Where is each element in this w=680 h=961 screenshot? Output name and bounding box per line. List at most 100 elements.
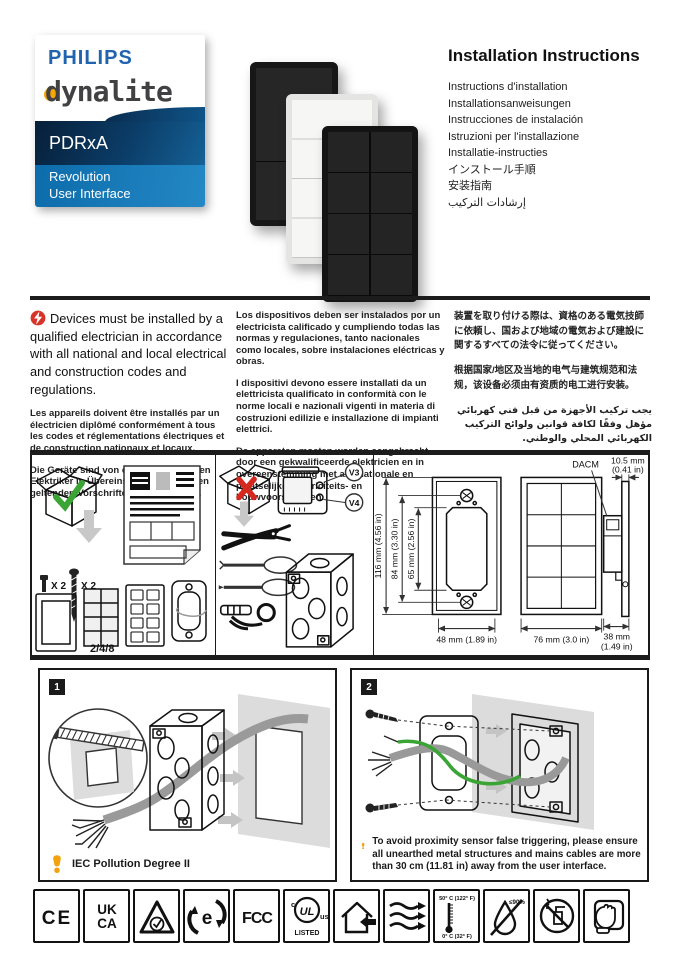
dim-lines-vertical <box>383 477 422 614</box>
dynalite-text: dynalite <box>45 75 173 108</box>
china-rohs-icon: e <box>183 889 230 943</box>
ul-listed-icon: UL c us LISTED <box>283 889 330 943</box>
title-es: Instrucciones de instalación <box>448 114 584 126</box>
safety-it: I dispositivi devono essere installati d… <box>236 377 439 436</box>
ce-mark-icon: CE <box>33 889 80 943</box>
ul-listed-label: LISTED <box>294 930 319 937</box>
safety-zh: 根据国家/地区及当地的电气与建筑规范和法规，该设备必须由有资质的电工进行安装。 <box>454 365 638 391</box>
ventilation-icon <box>383 889 430 943</box>
divider-rule-top <box>30 296 650 300</box>
unpack-arrow-icon <box>76 510 102 543</box>
indoor-use-icon <box>333 889 380 943</box>
version-v4-label: V4 <box>349 498 360 508</box>
phillips-screwdriver-icon <box>219 556 298 574</box>
safety-en-text: Devices must be installed by a qualified… <box>30 311 227 397</box>
step-1-illustration <box>48 694 330 849</box>
dim-105-ext <box>611 474 639 482</box>
faceplate-front-view <box>520 476 603 616</box>
earth-wire <box>397 739 521 786</box>
brand-block: PHILIPS dynalite PDRxA Revolution User I… <box>35 35 205 207</box>
safety-col-3: 装置を取り付ける際は、資格のある電気技師に依頼し、国および地域の電気および建設に… <box>454 310 652 514</box>
ukca-top-label: UK <box>97 902 117 917</box>
instruction-sheet-icon <box>123 465 201 565</box>
title-zh: 安装指南 <box>448 180 492 192</box>
title-block: Installation Instructions Instructions d… <box>448 46 663 211</box>
wall-anchor-icon <box>40 575 48 592</box>
dim-48mm-label: 48 mm (1.89 in) <box>436 635 497 645</box>
panel-tools-required: V3 V4 <box>216 455 374 655</box>
dim-extension-lines <box>382 476 461 615</box>
step-1-badge: 1 <box>49 679 65 695</box>
screw-icon <box>365 803 398 813</box>
keypad-8button-black <box>322 126 418 302</box>
warning-icon <box>53 855 61 873</box>
pliers-icon <box>221 524 291 551</box>
version-v3-label: V3 <box>349 468 360 478</box>
product-line-1: Revolution <box>49 169 111 185</box>
ul-us-label: us <box>320 912 328 921</box>
product-photo-group <box>240 30 450 302</box>
fcc-mark-icon: FCC <box>233 889 280 943</box>
dim-84mm-label: 84 mm (3.30 in) <box>390 519 400 580</box>
title-it: Istruzioni per l'installazione <box>448 130 580 143</box>
divider-rule-mid-top <box>30 450 650 455</box>
step-2-note: To avoid proximity sensor false triggeri… <box>372 836 641 873</box>
safety-col-1: Devices must be installed by a qualified… <box>30 310 228 514</box>
device-module-icon <box>277 466 328 515</box>
dim-38mm-label-2: (1.49 in) <box>601 642 633 652</box>
unpack-arrow-icon <box>233 501 255 527</box>
temp-min-label: 0° C (32° F) <box>442 934 472 940</box>
safety-de: Die Geräte sind von einem qualifizierten… <box>30 464 211 499</box>
dim-105mm-label-1: 10.5 mm <box>611 455 645 465</box>
safety-ar: يجب تركيب الأجهزة من قبل فني كهربائي مؤه… <box>457 404 652 445</box>
title-nl: Installatie-instructies <box>448 147 548 159</box>
dim-48-ext <box>438 618 496 633</box>
step-1-note: IEC Pollution Degree II <box>72 858 190 870</box>
model-band: PDRxA <box>35 121 205 165</box>
swoosh-decoration <box>105 107 205 122</box>
no-spray-icon <box>533 889 580 943</box>
rcm-mark-icon <box>133 889 180 943</box>
safety-es: Los dispositivos deben ser instalados po… <box>236 310 445 368</box>
temp-max-label: 50° C (122° F) <box>439 896 475 902</box>
dacm-label: DACM <box>572 459 599 469</box>
exploded-parts-icon <box>35 580 207 652</box>
panel-dimensions: 116 mm (4.56 in) 84 mm (3.30 in) 65 mm (… <box>374 455 648 655</box>
wall-box-icon <box>285 553 354 648</box>
screw-guide-line <box>397 719 551 732</box>
measure-inset <box>48 708 148 808</box>
divider-rule-mid-bottom <box>30 655 650 660</box>
screw-icon <box>365 709 398 722</box>
anchor-qty-label: X 2 <box>51 581 66 592</box>
humidity-label: ≤90% <box>509 899 525 906</box>
temperature-range-icon: 50° C (122° F) 0° C (32° F) <box>433 889 480 943</box>
step-1-panel: 1 <box>38 668 337 882</box>
dim-76-ext <box>520 618 603 633</box>
ukca-bottom-label: CA <box>97 916 117 931</box>
wipe-clean-icon <box>583 889 630 943</box>
dynalite-accent-icon <box>44 88 57 101</box>
title-fr: Instructions d'installation <box>448 81 568 93</box>
cable <box>388 744 570 787</box>
ukca-mark-icon: UK CA <box>83 889 130 943</box>
dim-76mm-label: 76 mm (3.0 in) <box>533 635 589 645</box>
gang-options-label: 2/4/8 <box>90 643 114 655</box>
fcc-label: FCC <box>242 910 273 927</box>
title-ar: إرشادات التركيب <box>448 195 526 209</box>
frayed-wires <box>71 819 109 849</box>
safety-fr: Les appareils doivent être installés par… <box>30 408 225 455</box>
dim-65mm-label: 65 mm (2.56 in) <box>406 519 416 580</box>
mount-arrows-icon <box>486 724 507 794</box>
frayed-wires <box>368 735 399 777</box>
electrical-hazard-icon <box>30 310 46 326</box>
side-view <box>602 480 630 618</box>
box-contents-illustration: X 2 X 2 <box>35 465 207 655</box>
brand-logo-area: PHILIPS dynalite <box>35 35 205 122</box>
tools-illustration: V3 V4 <box>218 462 364 648</box>
humidity-limit-icon: ≤90% <box>483 889 530 943</box>
safety-en-paragraph: Devices must be installed by a qualified… <box>30 310 228 398</box>
safety-ja: 装置を取り付ける際は、資格のある電気技師に依頼し、国および地域の電気および建設に… <box>454 311 645 352</box>
diagram-strip: X 2 X 2 <box>30 455 650 655</box>
page-title: Installation Instructions <box>448 46 640 65</box>
step-1-footer: IEC Pollution Degree II <box>48 854 329 874</box>
